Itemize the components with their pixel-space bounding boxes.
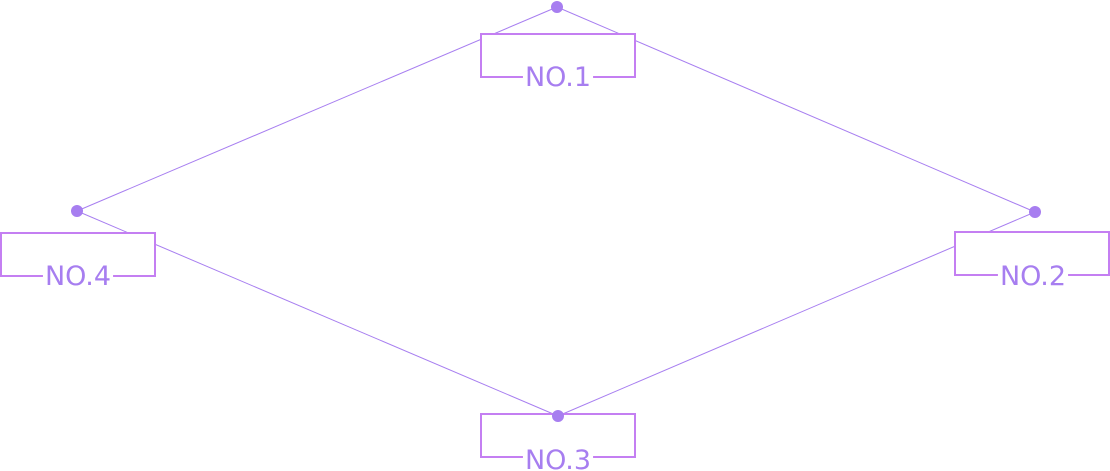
dots-layer	[71, 1, 1041, 422]
node-dot-4	[71, 205, 83, 217]
label-text-backdrop	[522, 74, 594, 80]
node-label-text: NO.3	[525, 445, 591, 471]
node-dot-1	[551, 1, 563, 13]
label-text-backdrop	[997, 272, 1069, 278]
edge-n3-n4	[76, 210, 559, 417]
node-dot-2	[1029, 206, 1041, 218]
edge-n4-n1	[76, 6, 558, 212]
node-label-4: NO.4	[0, 232, 156, 292]
label-box	[480, 33, 636, 78]
label-text-backdrop	[42, 273, 114, 279]
node-label-2: NO.2	[954, 231, 1110, 292]
labels-layer: NO.1NO.2NO.3 NO.4	[0, 33, 1110, 471]
node-label-3: NO.3	[480, 413, 636, 471]
node-label-1: NO.1	[480, 33, 636, 93]
node-label-text: NO.1	[525, 62, 591, 93]
edge-n1-n2	[556, 6, 1036, 213]
label-text-backdrop	[522, 454, 594, 460]
node-dot-3	[552, 410, 564, 422]
node-label-text: NO.2	[1000, 261, 1066, 292]
label-box	[0, 232, 156, 277]
node-label-text: NO.4	[45, 261, 111, 292]
